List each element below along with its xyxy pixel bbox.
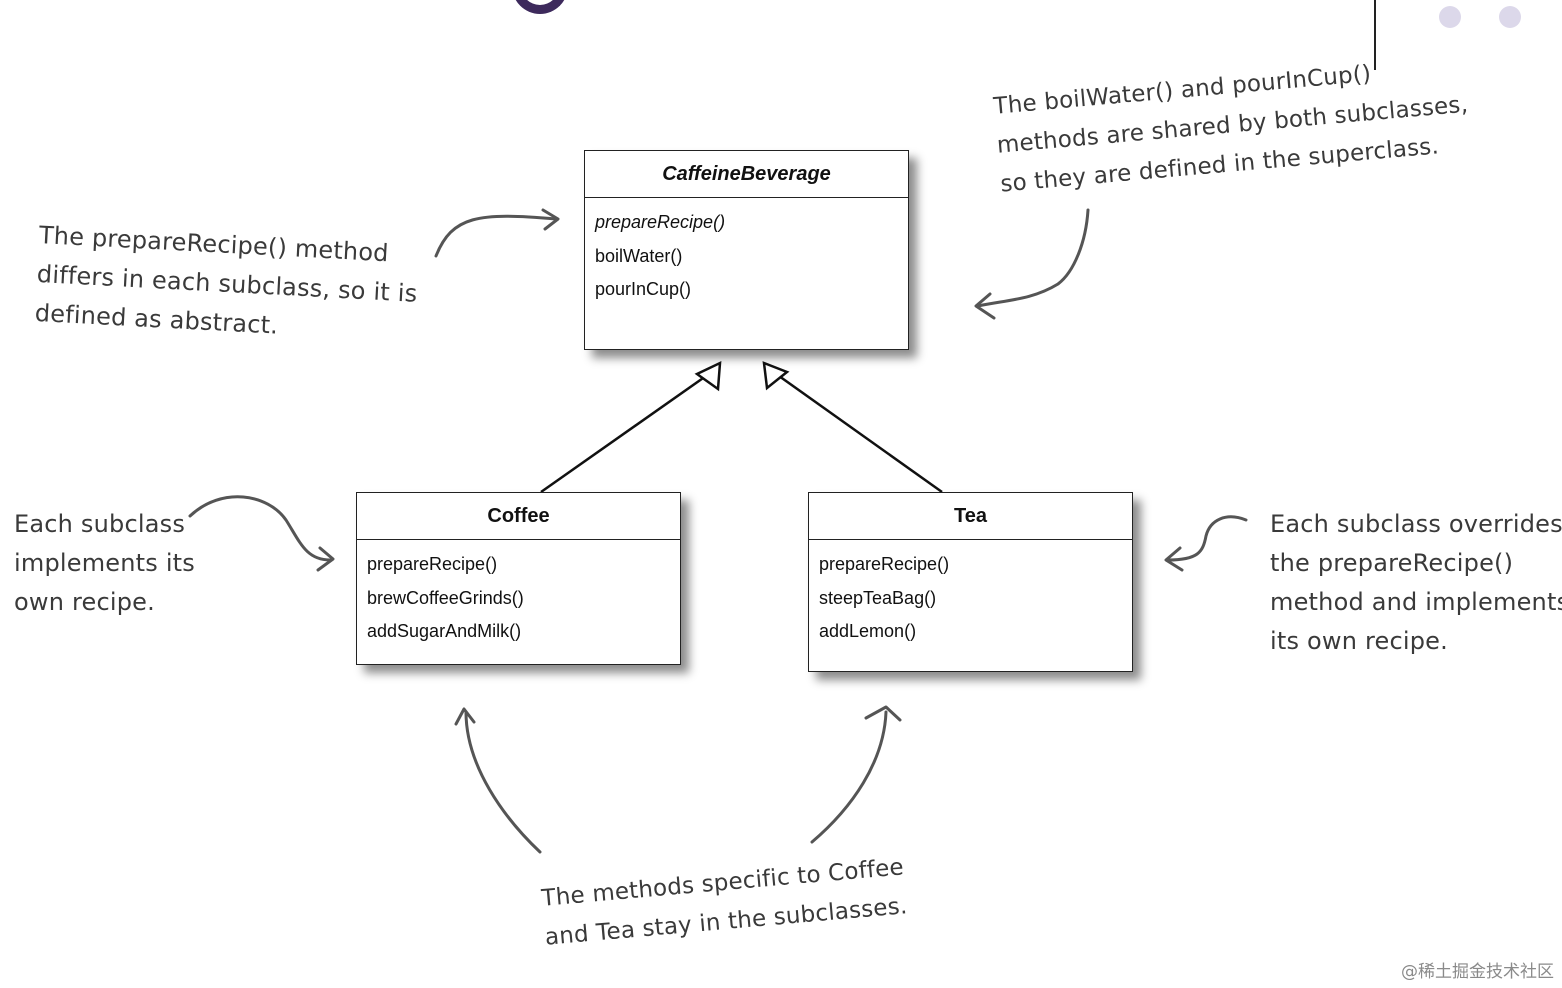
- bottom-note-coffee-arrow: [464, 710, 542, 854]
- coffee-inheritance-arrowhead: [694, 360, 722, 392]
- method-list: prepareRecipe() boilWater() pourInCup(): [585, 198, 908, 307]
- method-boil-water: boilWater(): [595, 245, 683, 266]
- tea-note-arrow: [1166, 515, 1248, 562]
- method-list: prepareRecipe() steepTeaBag() addLemon(): [809, 540, 1132, 649]
- method-add-lemon: addLemon(): [819, 621, 917, 641]
- coffee-note-arrow: [188, 495, 332, 562]
- decorative-vertical-line: [1374, 0, 1376, 70]
- method-add-sugar-and-milk: addSugarAndMilk(): [367, 621, 522, 641]
- class-name: Coffee: [357, 493, 680, 540]
- coffee-note-arrowhead: [316, 546, 335, 572]
- watermark: @稀土掘金技术社区: [1401, 962, 1554, 982]
- tea-class: Tea prepareRecipe() steepTeaBag() addLem…: [808, 492, 1133, 672]
- method-prepare-recipe: prepareRecipe(): [367, 554, 498, 574]
- method-brew-coffee-grinds: brewCoffeeGrinds(): [367, 587, 524, 608]
- shared-note-arrowhead: [974, 292, 996, 320]
- decorative-dot: [1439, 6, 1461, 28]
- bottom-note-coffee-arrowhead: [454, 707, 476, 726]
- caffeine-beverage-class: CaffeineBeverage prepareRecipe() boilWat…: [584, 150, 909, 350]
- abstract-note-arrowhead: [541, 208, 560, 231]
- shared-note-arrow: [976, 208, 1090, 308]
- abstract-note-arrow: [434, 214, 558, 258]
- class-name: Tea: [809, 493, 1132, 540]
- tea-note-arrowhead: [1164, 546, 1184, 572]
- method-pour-in-cup: pourInCup(): [595, 279, 692, 299]
- method-prepare-recipe: prepareRecipe(): [595, 212, 726, 232]
- decorative-dot: [1499, 6, 1521, 28]
- method-list: prepareRecipe() brewCoffeeGrinds() addSu…: [357, 540, 680, 649]
- method-steep-tea-bag: steepTeaBag(): [819, 587, 937, 608]
- class-name: CaffeineBeverage: [585, 151, 908, 198]
- coffee-class: Coffee prepareRecipe() brewCoffeeGrinds(…: [356, 492, 681, 665]
- tea-recipe-note: Each subclass overrides the prepareRecip…: [1270, 510, 1562, 655]
- tea-inheritance-arrowhead: [762, 361, 790, 391]
- bottom-note-tea-arrow: [810, 710, 888, 844]
- bottom-note-tea-arrowhead: [864, 705, 902, 722]
- coffee-recipe-note: Each subclass implements its own recipe.: [14, 510, 195, 616]
- method-prepare-recipe: prepareRecipe(): [819, 554, 950, 574]
- coffee-inheritance-line: [540, 374, 707, 494]
- abstract-method-note: The prepareRecipe() method differs in ea…: [34, 220, 419, 340]
- tea-inheritance-line: [778, 374, 943, 494]
